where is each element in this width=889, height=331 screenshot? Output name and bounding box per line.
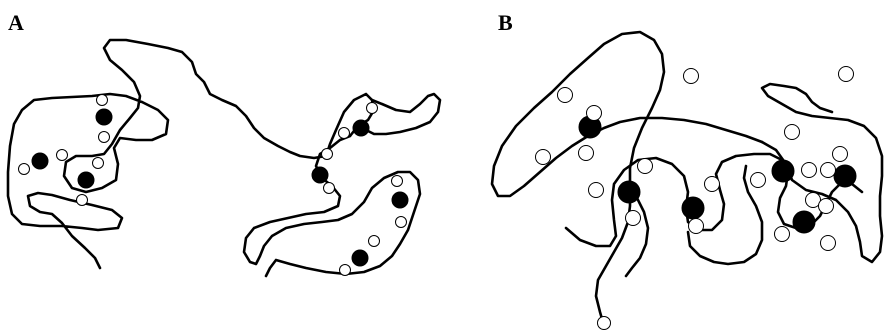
panel-b-open-bead xyxy=(638,159,653,174)
panel-a-filled-bead xyxy=(32,153,48,169)
panel-b-open-bead xyxy=(536,150,551,165)
panel-a-filled-bead xyxy=(392,192,408,208)
panel-a-open-bead xyxy=(99,132,110,143)
panel-a-open-bead xyxy=(93,158,104,169)
panel-a-open-bead xyxy=(97,95,108,106)
panel-b-open-bead xyxy=(579,146,594,161)
panel-a-filled-bead xyxy=(78,172,94,188)
panel-b-chain-segment-1 xyxy=(492,32,762,326)
panel-b-open-bead xyxy=(705,177,720,192)
panel-a-filled-bead xyxy=(352,250,368,266)
panel-a-open-bead xyxy=(322,149,333,160)
panel-b-open-bead xyxy=(626,211,641,226)
panel-b-open-bead xyxy=(587,106,602,121)
panel-b-open-bead xyxy=(684,69,699,84)
panel-b-filled-bead xyxy=(682,197,704,219)
panel-b-open-bead xyxy=(839,67,854,82)
panel-b-open-bead xyxy=(558,88,573,103)
panel-b-open-bead xyxy=(589,183,604,198)
panel-a-open-bead xyxy=(57,150,68,161)
panel-b-open-bead xyxy=(785,125,800,140)
panel-a-open-bead xyxy=(392,176,403,187)
panel-a-open-bead xyxy=(77,195,88,206)
panel-b-filled-bead xyxy=(618,181,640,203)
panel-a-open-bead xyxy=(396,217,407,228)
panel-a-filled-bead xyxy=(312,167,328,183)
panel-b-open-bead xyxy=(689,219,704,234)
panel-a-filled-bead xyxy=(96,109,112,125)
panel-a-open-bead xyxy=(340,265,351,276)
panel-a-open-bead xyxy=(367,103,378,114)
panel-b-filled-bead xyxy=(772,160,794,182)
panel-b-open-bead xyxy=(775,227,790,242)
panel-a-filled-bead xyxy=(353,120,369,136)
panel-a-open-bead xyxy=(369,236,380,247)
panel-a-chain-segment-3 xyxy=(362,94,440,134)
panel-b-filled-bead xyxy=(793,211,815,233)
panel-b-open-bead xyxy=(751,173,766,188)
panel-b-open-bead xyxy=(802,163,817,178)
panel-b-open-bead xyxy=(598,317,611,330)
panel-b xyxy=(492,32,882,330)
panel-a xyxy=(8,40,440,276)
panel-b-filled-bead xyxy=(834,165,856,187)
panel-b-open-bead xyxy=(821,163,836,178)
panel-a-open-bead xyxy=(19,164,30,175)
panel-a-open-bead xyxy=(324,183,335,194)
panel-b-open-bead xyxy=(819,199,834,214)
panel-a-open-bead xyxy=(339,128,350,139)
panel-b-open-bead xyxy=(821,236,836,251)
panel-b-open-bead xyxy=(833,147,848,162)
